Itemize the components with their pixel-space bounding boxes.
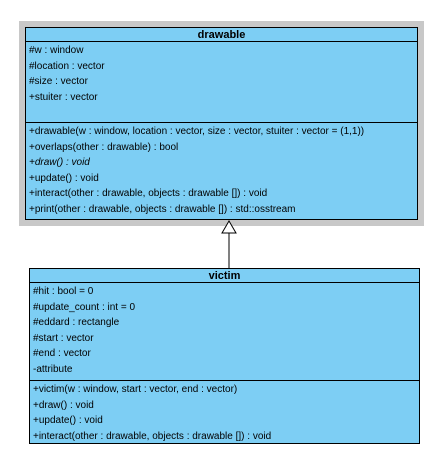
class-drawable[interactable]: drawable #w : window #location : vector … [25, 27, 418, 220]
attribute-end[interactable]: #end : vector [33, 348, 91, 359]
attribute-stuiter[interactable]: +stuiter : vector [29, 91, 98, 103]
class-victim[interactable]: victim #hit : bool = 0 #update_count : i… [29, 268, 420, 444]
operation-drawable-constructor[interactable]: +drawable(w : window, location : vector,… [29, 126, 365, 137]
class-victim-attributes: #hit : bool = 0 #update_count : int = 0 … [30, 283, 419, 381]
class-drawable-operations: +drawable(w : window, location : vector,… [26, 123, 417, 217]
operation-victim-update[interactable]: +update() : void [33, 415, 103, 426]
attribute-eddard[interactable]: #eddard : rectangle [33, 317, 120, 328]
operation-victim-interact[interactable]: +interact(other : drawable, objects : dr… [33, 430, 272, 442]
class-drawable-attributes: #w : window #location : vector #size : v… [26, 42, 417, 123]
attribute-start[interactable]: #start : vector [33, 332, 94, 344]
attribute-attribute[interactable]: -attribute [33, 363, 73, 375]
attribute-update-count[interactable]: #update_count : int = 0 [33, 301, 136, 313]
class-victim-name: victim [30, 269, 419, 283]
class-victim-operations: +victim(w : window, start : vector, end … [30, 381, 419, 444]
class-drawable-name: drawable [26, 28, 417, 42]
operation-draw-abstract[interactable]: +draw() : void [29, 157, 90, 168]
attribute-w[interactable]: #w : window [29, 45, 84, 56]
attribute-hit[interactable]: #hit : bool = 0 [33, 286, 94, 297]
operation-victim-draw[interactable]: +draw() : void [33, 399, 94, 411]
attribute-location[interactable]: #location : vector [29, 60, 105, 72]
operation-update[interactable]: +update() : void [29, 172, 99, 184]
operation-victim-constructor[interactable]: +victim(w : window, start : vector, end … [33, 384, 238, 395]
operation-print[interactable]: +print(other : drawable, objects : drawa… [29, 203, 296, 215]
operation-overlaps[interactable]: +overlaps(other : drawable) : bool [29, 141, 179, 153]
attribute-size[interactable]: #size : vector [29, 76, 88, 87]
operation-interact[interactable]: +interact(other : drawable, objects : dr… [29, 188, 268, 199]
